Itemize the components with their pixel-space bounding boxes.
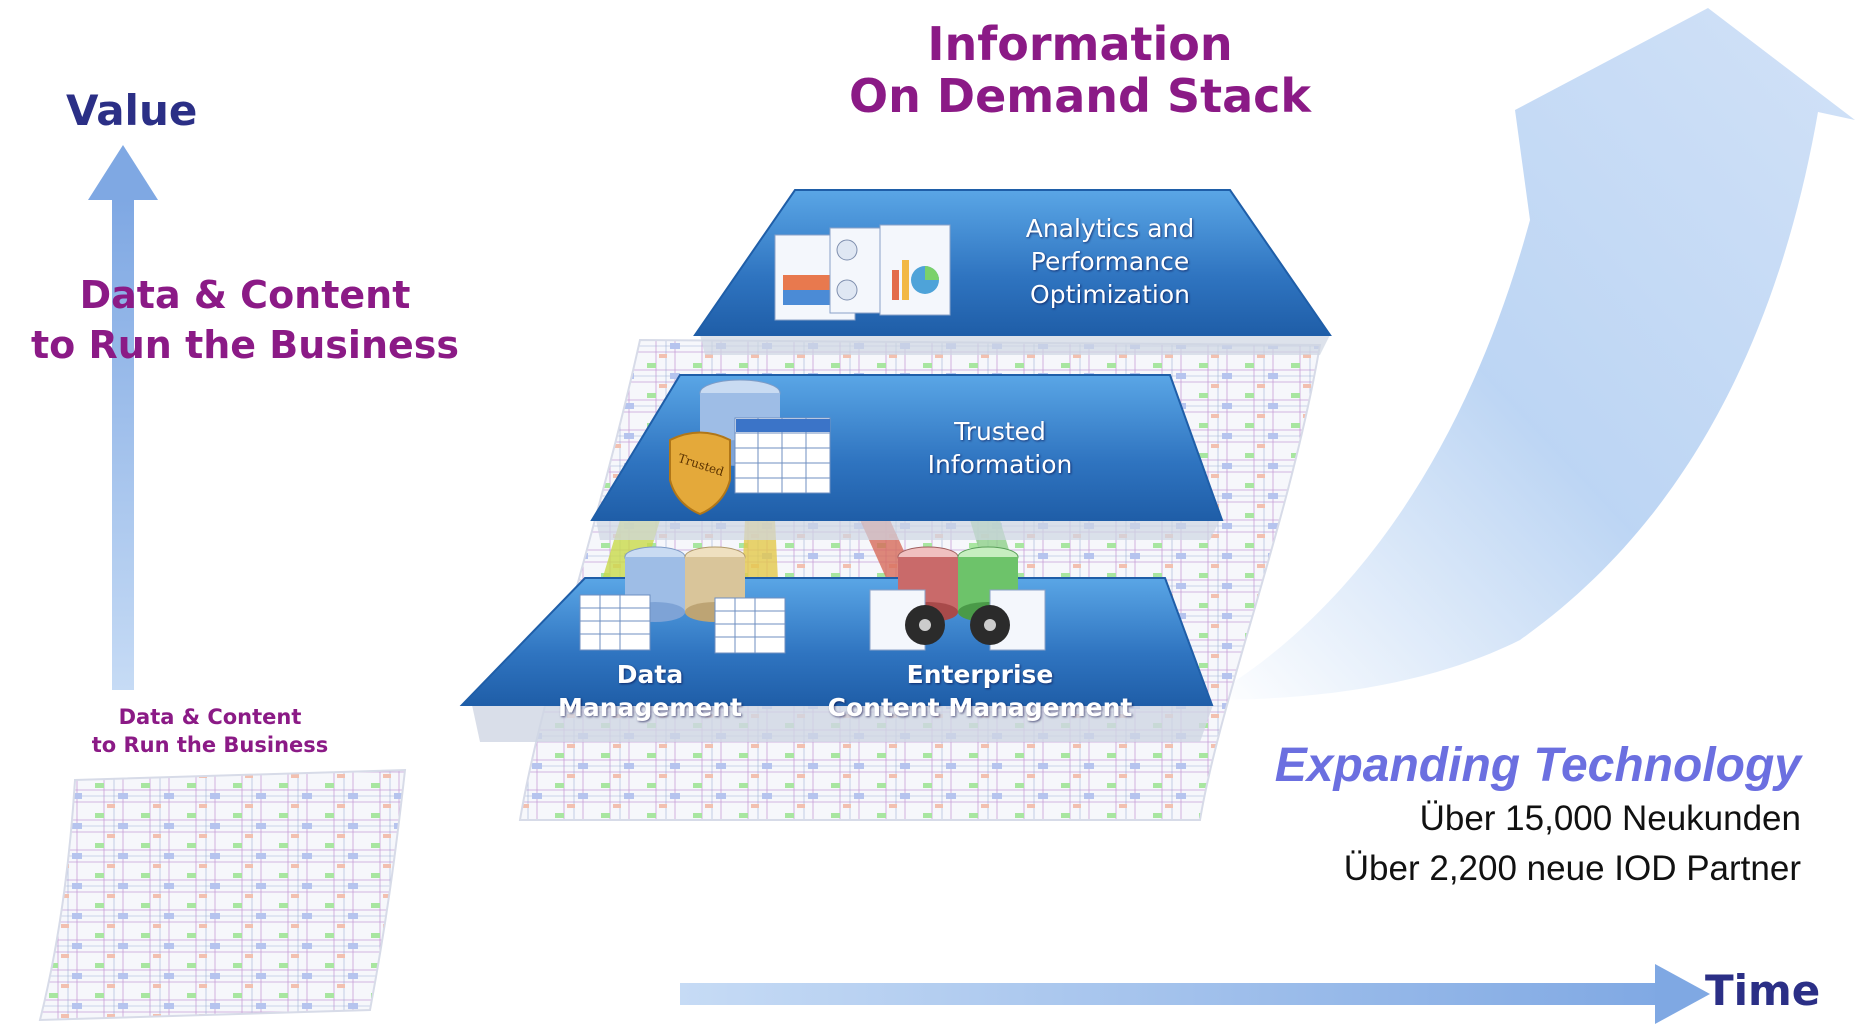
layer-bottom-right-label-line-1: Enterprise — [906, 660, 1054, 689]
layer-bottom-right-label-line-2: Content Management — [827, 693, 1133, 722]
data-management-icons — [579, 546, 786, 654]
caption-small-line-2: to Run the Business — [91, 733, 329, 757]
small-diagram-sheet — [38, 768, 407, 1022]
layer-bottom-left-label: Data Management — [540, 658, 760, 724]
layer-top-label-line-2: Performance — [1030, 247, 1190, 276]
trusted-database-icon — [669, 379, 831, 516]
caption-large-line-1: Data & Content — [79, 273, 411, 317]
trusted-shield-icon — [669, 431, 731, 516]
data-content-caption-small: Data & Content to Run the Business — [70, 703, 350, 759]
caption-small-line-1: Data & Content — [118, 705, 302, 729]
content-management-icons — [869, 546, 1046, 651]
layer-middle-label-line-1: Trusted — [954, 417, 1046, 446]
value-axis-arrow — [112, 200, 134, 690]
layer-middle-label-line-2: Information — [927, 450, 1073, 479]
layer-bottom-left-label-line-2: Management — [557, 693, 743, 722]
report-documents-icon — [774, 224, 951, 321]
time-axis-arrow — [680, 983, 1675, 1005]
caption-large-line-2: to Run the Business — [30, 323, 460, 367]
expanding-technology-title: Expanding Technology — [1274, 739, 1801, 792]
expanding-technology-block: Expanding Technology Über 15,000 Neukund… — [1275, 738, 1801, 894]
expanding-technology-arrow — [1205, 8, 1855, 700]
layer-bottom-right-label: Enterprise Content Management — [820, 658, 1140, 724]
new-customers-line: Über 15,000 Neukunden — [1419, 799, 1801, 838]
layer-middle-label: Trusted Information — [890, 415, 1110, 481]
data-content-caption-large: Data & Content to Run the Business — [10, 270, 480, 370]
layer-bottom-left-label-line-1: Data — [616, 660, 684, 689]
value-axis-label: Value — [66, 86, 198, 135]
stack-title-line-2: On Demand Stack — [849, 69, 1311, 123]
layer-top-label-line-1: Analytics and — [1025, 214, 1195, 243]
stack-title: Information On Demand Stack — [740, 18, 1420, 122]
time-axis-label: Time — [1705, 966, 1821, 1015]
layer-top-label: Analytics and Performance Optimization — [1000, 212, 1220, 311]
layer-top-label-line-3: Optimization — [1030, 280, 1190, 309]
stack-title-line-1: Information — [927, 17, 1233, 71]
new-partners-line: Über 2,200 neue IOD Partner — [1343, 849, 1801, 888]
